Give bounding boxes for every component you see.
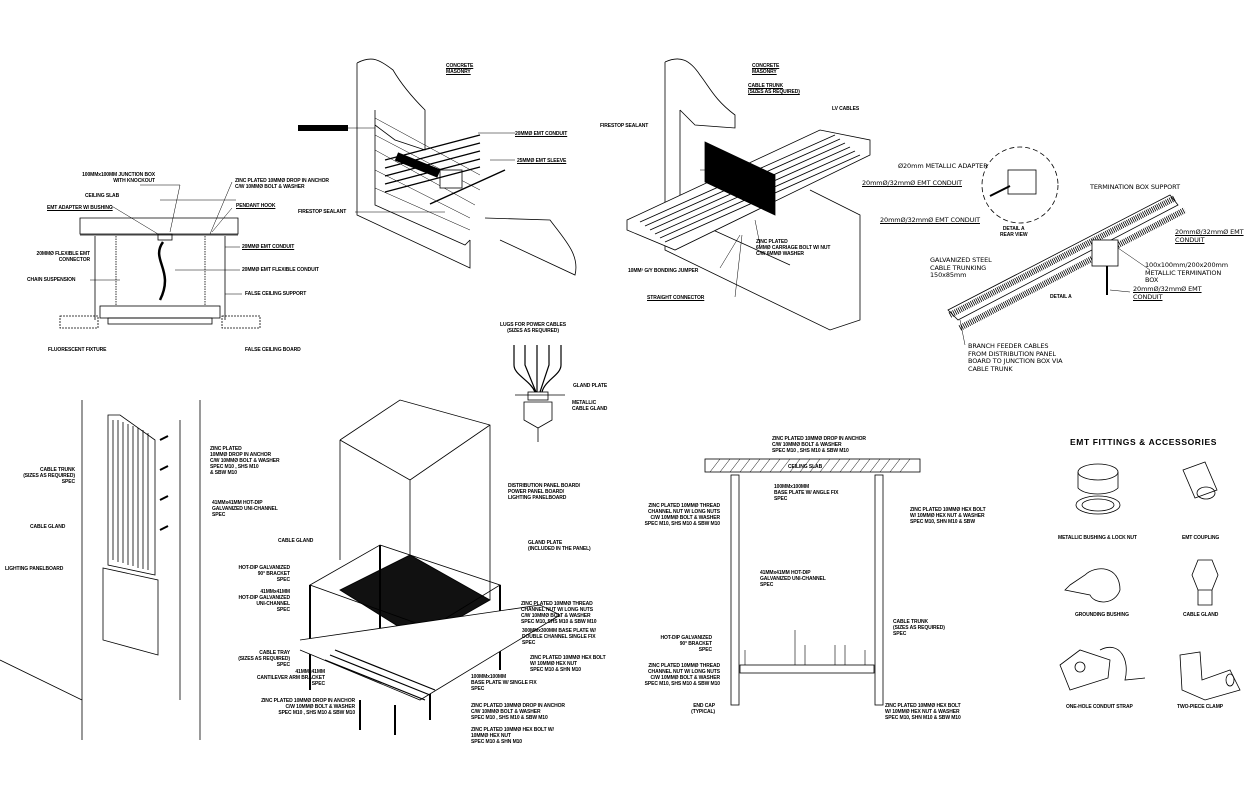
label-termination-box: 100x100mm/200x200mm METALLIC TERMINATION… <box>1145 261 1228 284</box>
fitting-label: EMT COUPLING <box>1182 535 1220 541</box>
label-hex-bolt-2: ZINC PLATED 10MMØ HEX BOLT W/ 10MMØ HEX … <box>885 703 961 721</box>
wall-conduit-detail <box>340 58 577 276</box>
fitting-label: METALLIC BUSHING & LOCK NUT <box>1058 535 1137 541</box>
emt-fittings-icons <box>1059 461 1241 701</box>
label-lighting-panelboard: LIGHTING PANELBOARD <box>5 566 64 572</box>
label-lv-cables: LV CABLES <box>832 106 860 112</box>
label-branch-feeder: BRANCH FEEDER CABLES FROM DISTRIBUTION P… <box>968 342 1063 373</box>
label-gland-plate: GLAND PLATE (INCLUDED IN THE PANEL) <box>528 540 591 552</box>
label-straight-connector: STRAIGHT CONNECTOR <box>647 295 705 301</box>
label-anchor: ZINC PLATED 10MMØ DROP IN ANCHOR C/W 10M… <box>261 698 355 716</box>
label-bracket: HOT-DIP GALVANIZED 90° BRACKET SPEC <box>238 565 290 583</box>
label-anchor-2: ZINC PLATED 10MMØ DROP IN ANCHOR C/W 10M… <box>471 703 565 721</box>
label-hex-bolt-1: ZINC PLATED 10MMØ HEX BOLT W/ 10MMØ HEX … <box>910 507 986 525</box>
label-false-ceiling-support: FALSE CEILING SUPPORT <box>245 291 307 297</box>
cable-gland-detail <box>513 345 565 442</box>
label-metallic-adapter: Ø20mm METALLIC ADAPTER <box>898 162 988 170</box>
label-anchor: ZINC PLATED 10MMØ DROP IN ANCHOR C/W 10M… <box>210 446 280 476</box>
label-detail-a-rear: DETAIL A REAR VIEW <box>1000 226 1028 238</box>
label-termination-box-support: TERMINATION BOX SUPPORT <box>1090 183 1180 191</box>
label-emt-conduit-3: 20mmØ/32mmØ EMT CONDUIT <box>1175 228 1244 244</box>
label-cable-tray: CABLE TRAY (SIZES AS REQUIRED) SPEC <box>238 650 290 668</box>
label-carriage-bolt: ZINC PLATED 6MMØ CARRIAGE BOLT W/ NUT C/… <box>756 239 831 257</box>
label-emt-sleeve: 25MMØ EMT SLEEVE <box>517 158 567 164</box>
ceiling-fixture-detail <box>59 181 261 329</box>
ceiling-support-detail <box>704 458 921 706</box>
emt-fittings-title: EMT FITTINGS & ACCESSORIES <box>1070 437 1218 447</box>
label-firestop-sealant: FIRESTOP SEALANT <box>600 123 649 129</box>
label-gland-plate: GLAND PLATE <box>573 383 608 389</box>
label-bracket: HOT-DIP GALVANIZED 90° BRACKET SPEC <box>660 635 712 653</box>
termination-box-detail <box>947 146 1187 346</box>
fitting-label: ONE-HOLE CONDUIT STRAP <box>1066 704 1133 710</box>
label-junction-box: 100MMx100MM JUNCTION BOX WITH KNOCKOUT <box>82 172 155 184</box>
label-hex-bolt-1: ZINC PLATED 10MMØ HEX BOLT W/ 10MMØ HEX … <box>530 655 606 673</box>
label-emt-conduit: 20MMØ EMT CONDUIT <box>515 131 568 137</box>
label-firestop-sealant: FIRESTOP SEALANT <box>298 209 347 215</box>
label-emt-adapter: EMT ADAPTER W/ BUSHING <box>47 205 113 211</box>
label-false-ceiling-board: FALSE CEILING BOARD <box>245 347 301 353</box>
label-end-cap: END CAP (TYPICAL) <box>691 703 715 715</box>
label-base-plate-single: 100MMx100MM BASE PLATE W/ SINGLE FIX SPE… <box>471 674 537 692</box>
label-emt-conduit-2: 20mmØ/32mmØ EMT CONDUIT <box>880 216 980 224</box>
label-anchor: ZINC PLATED 10MMØ DROP IN ANCHOR C/W 10M… <box>772 436 866 454</box>
fitting-label: CABLE GLAND <box>1183 612 1219 618</box>
label-cable-gland: CABLE GLAND <box>30 524 66 530</box>
label-cable-trunk: CABLE TRUNK (SIZES AS REQUIRED) SPEC <box>23 467 75 485</box>
label-thread-nut: ZINC PLATED 10MMØ THREAD CHANNEL NUT W/ … <box>521 601 597 625</box>
label-channel: 41MMx41MM HOT-DIP GALVANIZED UNI-CHANNEL… <box>760 570 826 588</box>
label-lugs: LUGS FOR POWER CABLES (SIZES AS REQUIRED… <box>500 322 566 334</box>
label-flexible-connector: 20MMØ FLEXIBLE EMT CONNECTOR <box>36 251 91 263</box>
fitting-label: GROUNDING BUSHING <box>1075 612 1129 618</box>
label-panel: DISTRIBUTION PANEL BOARD/ POWER PANEL BO… <box>508 483 581 501</box>
panel-stand-detail <box>299 399 561 735</box>
label-ceiling-slab: CEILING SLAB <box>788 464 823 470</box>
label-detail-a: DETAIL A <box>1050 294 1072 300</box>
label-cable-trunk: CABLE TRUNK (SIZES AS REQUIRED) <box>748 83 800 95</box>
label-channel: 41MMx41MM HOT-DIP GALVANIZED UNI-CHANNEL… <box>238 589 290 613</box>
label-thread-nut-1: ZINC PLATED 10MMØ THREAD CHANNEL NUT W/ … <box>644 503 720 527</box>
label-emt-conduit-4: 20mmØ/32mmØ EMT CONDUIT <box>1133 285 1202 301</box>
label-bonding-jumper: 10MM² G/Y BONDING JUMPER <box>628 268 699 274</box>
label-cable-gland: CABLE GLAND <box>278 538 314 544</box>
label-base-plate-double: 300MMx300MM BASE PLATE W/ DOUBLE CHANNEL… <box>522 628 596 646</box>
label-hex-bolt-2: ZINC PLATED 10MMØ HEX BOLT W/ 10MMØ HEX … <box>471 727 554 745</box>
label-flexible-conduit: 20MMØ EMT FLEXIBLE CONDUIT <box>242 267 319 273</box>
label-fluorescent-fixture: FLUORESCENT FIXTURE <box>48 347 107 353</box>
label-ceiling-slab: CEILING SLAB <box>85 193 120 199</box>
label-metallic-gland: METALLIC CABLE GLAND <box>572 400 608 412</box>
label-pendant-hook: PENDANT HOOK <box>236 203 276 209</box>
label-cantilever: 41MMx41MM CANTILEVER ARM BRACKET SPEC <box>256 669 325 687</box>
label-drop-in-anchor: ZINC PLATED 10MMØ DROP IN ANCHOR C/W 10M… <box>235 178 329 190</box>
label-concrete: CONCRETE MASONRY <box>752 63 780 75</box>
label-chain-suspension: CHAIN SUSPENSION <box>27 277 76 283</box>
label-channel: 41MMx41MM HOT-DIP GALVANIZED UNI-CHANNEL… <box>212 500 278 518</box>
label-cable-trunking: GALVANIZED STEEL CABLE TRUNKING 150x85mm <box>930 256 992 279</box>
label-cable-trunk: CABLE TRUNK (SIZES AS REQUIRED) SPEC <box>893 619 945 637</box>
wall-panel-detail <box>0 400 201 740</box>
label-emt-conduit: 20MMØ EMT CONDUIT <box>242 244 295 250</box>
label-emt-conduit-1: 20mmØ/32mmØ EMT CONDUIT <box>862 179 962 187</box>
label-base-plate: 100MMx100MM BASE PLATE W/ ANGLE FIX SPEC <box>774 484 839 502</box>
label-concrete: CONCRETE MASONRY <box>446 63 474 75</box>
fitting-label: TWO-PIECE CLAMP <box>1177 704 1223 710</box>
wall-trunk-detail <box>626 58 871 331</box>
label-thread-nut-2: ZINC PLATED 10MMØ THREAD CHANNEL NUT W/ … <box>644 663 720 687</box>
label-firestop-material: FIRESTOP MATERIAL <box>298 125 348 131</box>
